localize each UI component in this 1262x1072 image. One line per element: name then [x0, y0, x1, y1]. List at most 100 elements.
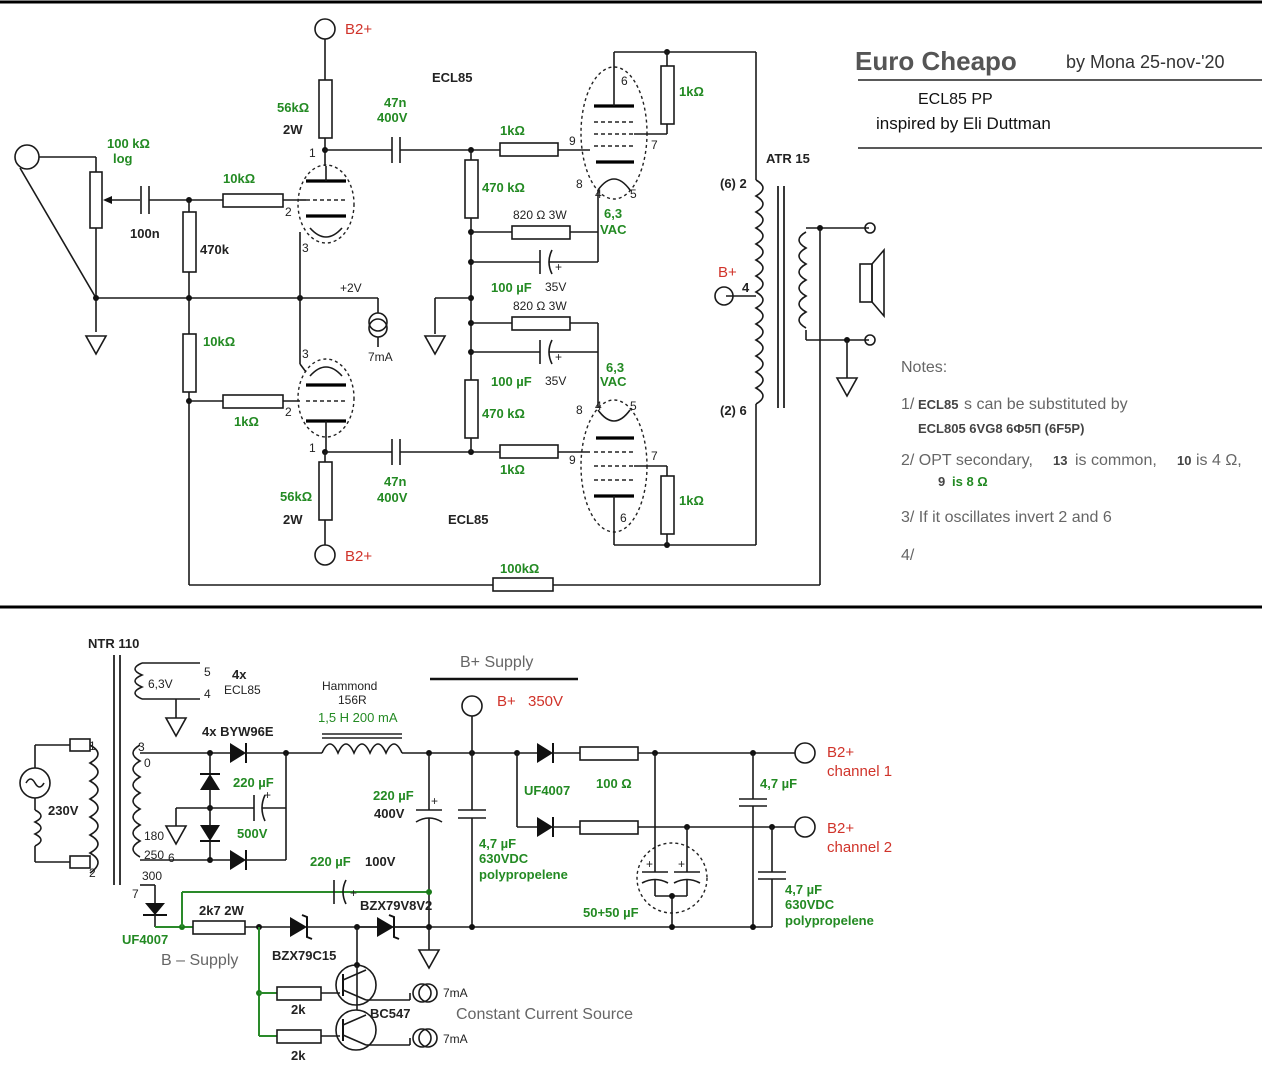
schematic-label: BC547	[370, 1006, 410, 1021]
schematic-label: s can be substituted by	[964, 396, 1128, 413]
title-byline: by Mona 25-nov-'20	[1066, 52, 1225, 72]
tube-label-bottom: ECL85	[448, 512, 488, 527]
schematic-label: 8	[576, 403, 583, 417]
pentode-top-icon	[580, 66, 648, 200]
schematic-label: +	[431, 794, 438, 808]
diode-2-icon	[200, 774, 220, 790]
schematic-label: 4	[595, 187, 602, 201]
title-sub1: ECL85 PP	[918, 91, 993, 108]
psu-labels: NTR 110 6,3V 5 4 4x ECL85 230V 1 2 3 0 1…	[48, 636, 892, 1063]
volume-pot	[89, 171, 103, 229]
anode-resistor-top	[318, 79, 333, 139]
schematic-label: 2	[285, 205, 292, 219]
ground-icon-opt	[835, 377, 859, 398]
stopper-out-bottom: 1kΩ	[500, 462, 525, 477]
cathode-r-bottom: 820 Ω 3W	[513, 299, 567, 313]
leak-resistor-bottom	[464, 379, 479, 439]
zener-1-icon	[290, 917, 307, 937]
schematic-label: 500V	[237, 826, 268, 841]
cathode-c-bottom: 100 µF	[491, 374, 532, 389]
resistor-ch1	[579, 746, 639, 761]
title-sub2: inspired by Eli Duttman	[876, 114, 1051, 133]
schematic-label: 3	[302, 241, 309, 255]
grid-stopper-bottom	[222, 394, 284, 409]
b2plus-terminal-bottom	[314, 544, 336, 566]
heater-winding	[134, 662, 145, 700]
diode-4-icon	[230, 850, 246, 870]
schematic-label: Constant Current Source	[456, 1006, 633, 1023]
b2plus-terminal-top	[314, 18, 336, 40]
schematic-label: 0	[144, 756, 151, 770]
schematic-label: ECL85	[918, 397, 958, 412]
schematic-label: is 4 Ω,	[1196, 452, 1242, 469]
schematic-label: 220 µF	[373, 788, 414, 803]
schematic-label: 300	[142, 869, 162, 883]
schematic-label: NTR 110	[88, 636, 139, 651]
schematic-label: BZX79C15	[272, 948, 336, 963]
screen-r-bottom: 1kΩ	[679, 493, 704, 508]
schematic-label: 9	[938, 474, 945, 489]
schematic-label: 4,7 µF	[785, 882, 822, 897]
schematic-label: 350V	[528, 693, 563, 710]
ground-icon-bridge	[164, 825, 188, 846]
tube-label-top: ECL85	[432, 70, 472, 85]
cathode-c-top: 100 µF	[491, 280, 532, 295]
cap-top: 47n	[384, 95, 406, 110]
resistor-2k-b	[276, 1029, 322, 1044]
hv-winding	[132, 744, 142, 858]
schematic-label: +	[350, 886, 357, 900]
schematic-label: 4,7 µF	[760, 776, 797, 791]
opt-pin-mid: 4	[742, 280, 750, 295]
bias-r: 470k	[200, 242, 230, 257]
schematic-label: 5	[630, 187, 637, 201]
schematic-label: 50+50 µF	[583, 905, 639, 920]
schematic-label: 9	[569, 134, 576, 148]
opt-name: ATR 15	[766, 151, 810, 166]
schematic-label: 1	[89, 739, 96, 753]
cathode-cv-bottom: 35V	[545, 374, 566, 388]
bias-resistor	[182, 211, 197, 273]
schematic-label: 100 Ω	[596, 776, 632, 791]
stopper-out-top: 1kΩ	[500, 123, 525, 138]
schematic-label: 8	[576, 177, 583, 191]
schematic-label: +	[555, 350, 562, 364]
ground-icon-heater	[164, 717, 188, 738]
schematic-label: 2	[89, 866, 96, 880]
b2plus-ch2-terminal	[794, 816, 816, 838]
primary-lead-top	[69, 738, 91, 752]
schematic-label: 7mA	[443, 986, 468, 1000]
heater-unit-bottom: VAC	[600, 374, 627, 389]
diode-ch1-icon	[537, 743, 553, 763]
schematic-label: B+ Supply	[460, 654, 533, 671]
speaker-icon	[859, 263, 873, 303]
amp-labels: B2+ B2+ ECL85 ECL85 56kΩ 2W 56kΩ 2W 47n …	[107, 21, 810, 576]
schematic-label: 4	[204, 687, 211, 701]
screen-r-top: 1kΩ	[679, 84, 704, 99]
heater-bottom: 6,3	[606, 360, 624, 375]
opt-pin-top: (6) 2	[720, 176, 747, 191]
schematic-label: 6	[168, 851, 175, 865]
ground-icon-psu	[417, 949, 441, 970]
lower-grid-resistor	[182, 333, 197, 393]
bplus-label-amp: B+	[718, 264, 737, 281]
lower-r: 10kΩ	[203, 334, 235, 349]
primary-lead-bottom	[69, 855, 91, 869]
schematic-label: 5	[204, 665, 211, 679]
triode-top-icon	[297, 164, 355, 244]
schematic-label: Hammond	[322, 679, 377, 693]
schematic-label: 4	[595, 399, 602, 413]
ccs-b-icon	[412, 1028, 432, 1048]
screen-resistor-top	[660, 65, 675, 125]
schematic-label: 7	[132, 887, 139, 901]
ground-icon-mid	[423, 335, 447, 356]
leak-bottom: 470 kΩ	[482, 406, 525, 421]
schematic-label: 6	[620, 511, 627, 525]
schematic-label: is 8 Ω	[952, 474, 988, 489]
schematic-label: 7	[651, 138, 658, 152]
stopper-r: 1kΩ	[234, 414, 259, 429]
feedback-resistor	[492, 577, 554, 592]
schematic-label: UF4007	[122, 932, 168, 947]
grid-r-top: 10kΩ	[223, 171, 255, 186]
schematic-label: polypropelene	[785, 913, 874, 928]
schematic-label: +	[264, 788, 271, 802]
